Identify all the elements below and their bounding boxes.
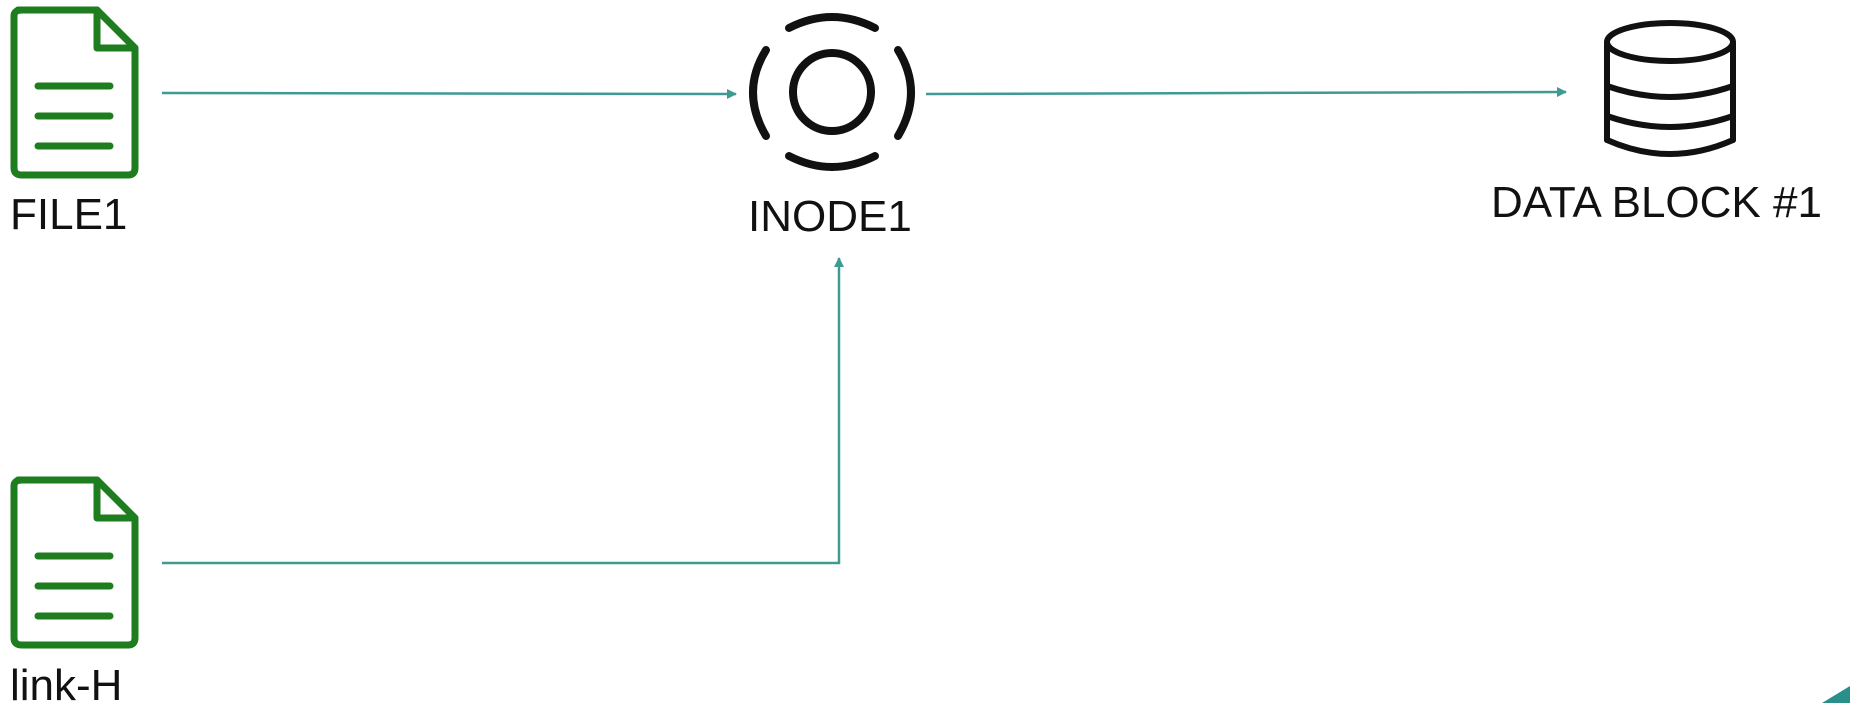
linkh-file-icon: [10, 476, 139, 649]
file1-label: FILE1: [10, 190, 128, 239]
edge-inode1-to-datablock: [925, 87, 1567, 98]
datablock-label: DATA BLOCK #1: [1491, 178, 1822, 227]
inode1-label: INODE1: [748, 192, 912, 241]
corner-accent-shape: [1822, 686, 1850, 703]
datablock-database-icon: [1604, 20, 1736, 157]
linkh-label: link-H: [10, 661, 123, 710]
edge-file1-to-inode1: [161, 88, 737, 99]
edge-linkh-to-inode1: [162, 257, 844, 565]
file1-file-icon: [10, 6, 139, 179]
inode1-inode-icon: [749, 13, 915, 171]
